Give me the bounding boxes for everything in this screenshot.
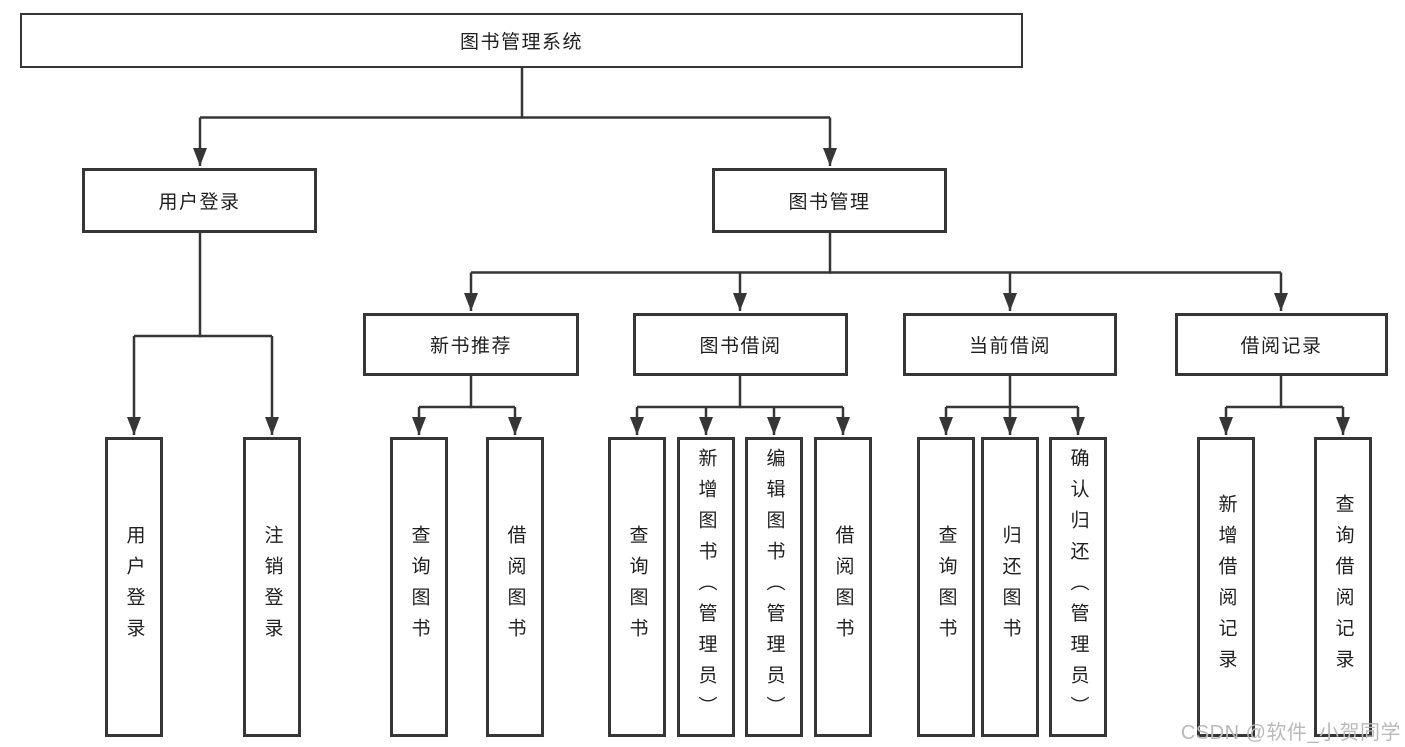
node-label: 用户登录 <box>158 192 241 213</box>
node-book-management: 图书管理 <box>712 168 947 233</box>
leaf-label: 查询图书 <box>935 525 957 649</box>
connector-user-login-to-leaves <box>127 233 279 435</box>
node-label: 图书管理 <box>788 192 871 213</box>
leaf-query-books-current: 查询图书 <box>917 437 975 737</box>
leaf-borrow-books-recommend: 借阅图书 <box>486 437 544 737</box>
leaf-user-login: 用户登录 <box>105 437 163 737</box>
csdn-watermark: CSDN @软件_小贺同学 <box>1180 722 1401 744</box>
leaf-label: 用户登录 <box>123 525 145 649</box>
leaf-label: 借阅图书 <box>832 525 854 649</box>
node-label: 图书管理系统 <box>459 32 583 53</box>
connector-book-borrowing-to-leaves <box>630 376 850 435</box>
leaf-return-books: 归还图书 <box>981 437 1039 737</box>
leaf-confirm-return-admin: 确认归还（管理员） <box>1049 437 1107 737</box>
leaf-label: 确认归还（管理员） <box>1067 447 1089 727</box>
node-user-login: 用户登录 <box>82 168 317 233</box>
leaf-borrow-books-borrowing: 借阅图书 <box>814 437 872 737</box>
node-label: 新书推荐 <box>429 336 512 357</box>
leaf-label: 注销登录 <box>261 525 283 649</box>
connector-new-book-recommend-to-leaves <box>412 376 522 435</box>
node-new-book-recommend: 新书推荐 <box>363 313 579 376</box>
leaf-label: 编辑图书（管理员） <box>763 447 785 727</box>
node-label: 当前借阅 <box>968 336 1051 357</box>
connector-current-borrowing-to-leaves <box>939 376 1085 435</box>
node-label: 图书借阅 <box>699 336 782 357</box>
leaf-label: 查询图书 <box>408 525 430 649</box>
leaf-label: 新增借阅记录 <box>1215 494 1237 680</box>
leaf-add-book-admin: 新增图书（管理员） <box>677 437 735 737</box>
leaf-label: 归还图书 <box>999 525 1021 649</box>
node-library-management-system: 图书管理系统 <box>20 13 1023 68</box>
leaf-label: 借阅图书 <box>504 525 526 649</box>
node-book-borrowing: 图书借阅 <box>633 313 848 376</box>
leaf-query-books-borrowing: 查询图书 <box>608 437 666 737</box>
leaf-label: 查询借阅记录 <box>1332 494 1354 680</box>
connector-book-management-to-level3 <box>464 233 1288 311</box>
leaf-label: 新增图书（管理员） <box>695 447 717 727</box>
connector-borrow-records-to-leaves <box>1219 376 1350 435</box>
node-label: 借阅记录 <box>1240 336 1323 357</box>
leaf-query-books-recommend: 查询图书 <box>390 437 448 737</box>
leaf-add-borrow-record: 新增借阅记录 <box>1197 437 1255 737</box>
leaf-label: 查询图书 <box>626 525 648 649</box>
connector-root-to-level2 <box>193 68 837 166</box>
node-current-borrowing: 当前借阅 <box>903 313 1117 376</box>
leaf-logout: 注销登录 <box>243 437 301 737</box>
leaf-query-borrow-record: 查询借阅记录 <box>1314 437 1372 737</box>
leaf-edit-book-admin: 编辑图书（管理员） <box>745 437 803 737</box>
node-borrow-records: 借阅记录 <box>1175 313 1388 376</box>
